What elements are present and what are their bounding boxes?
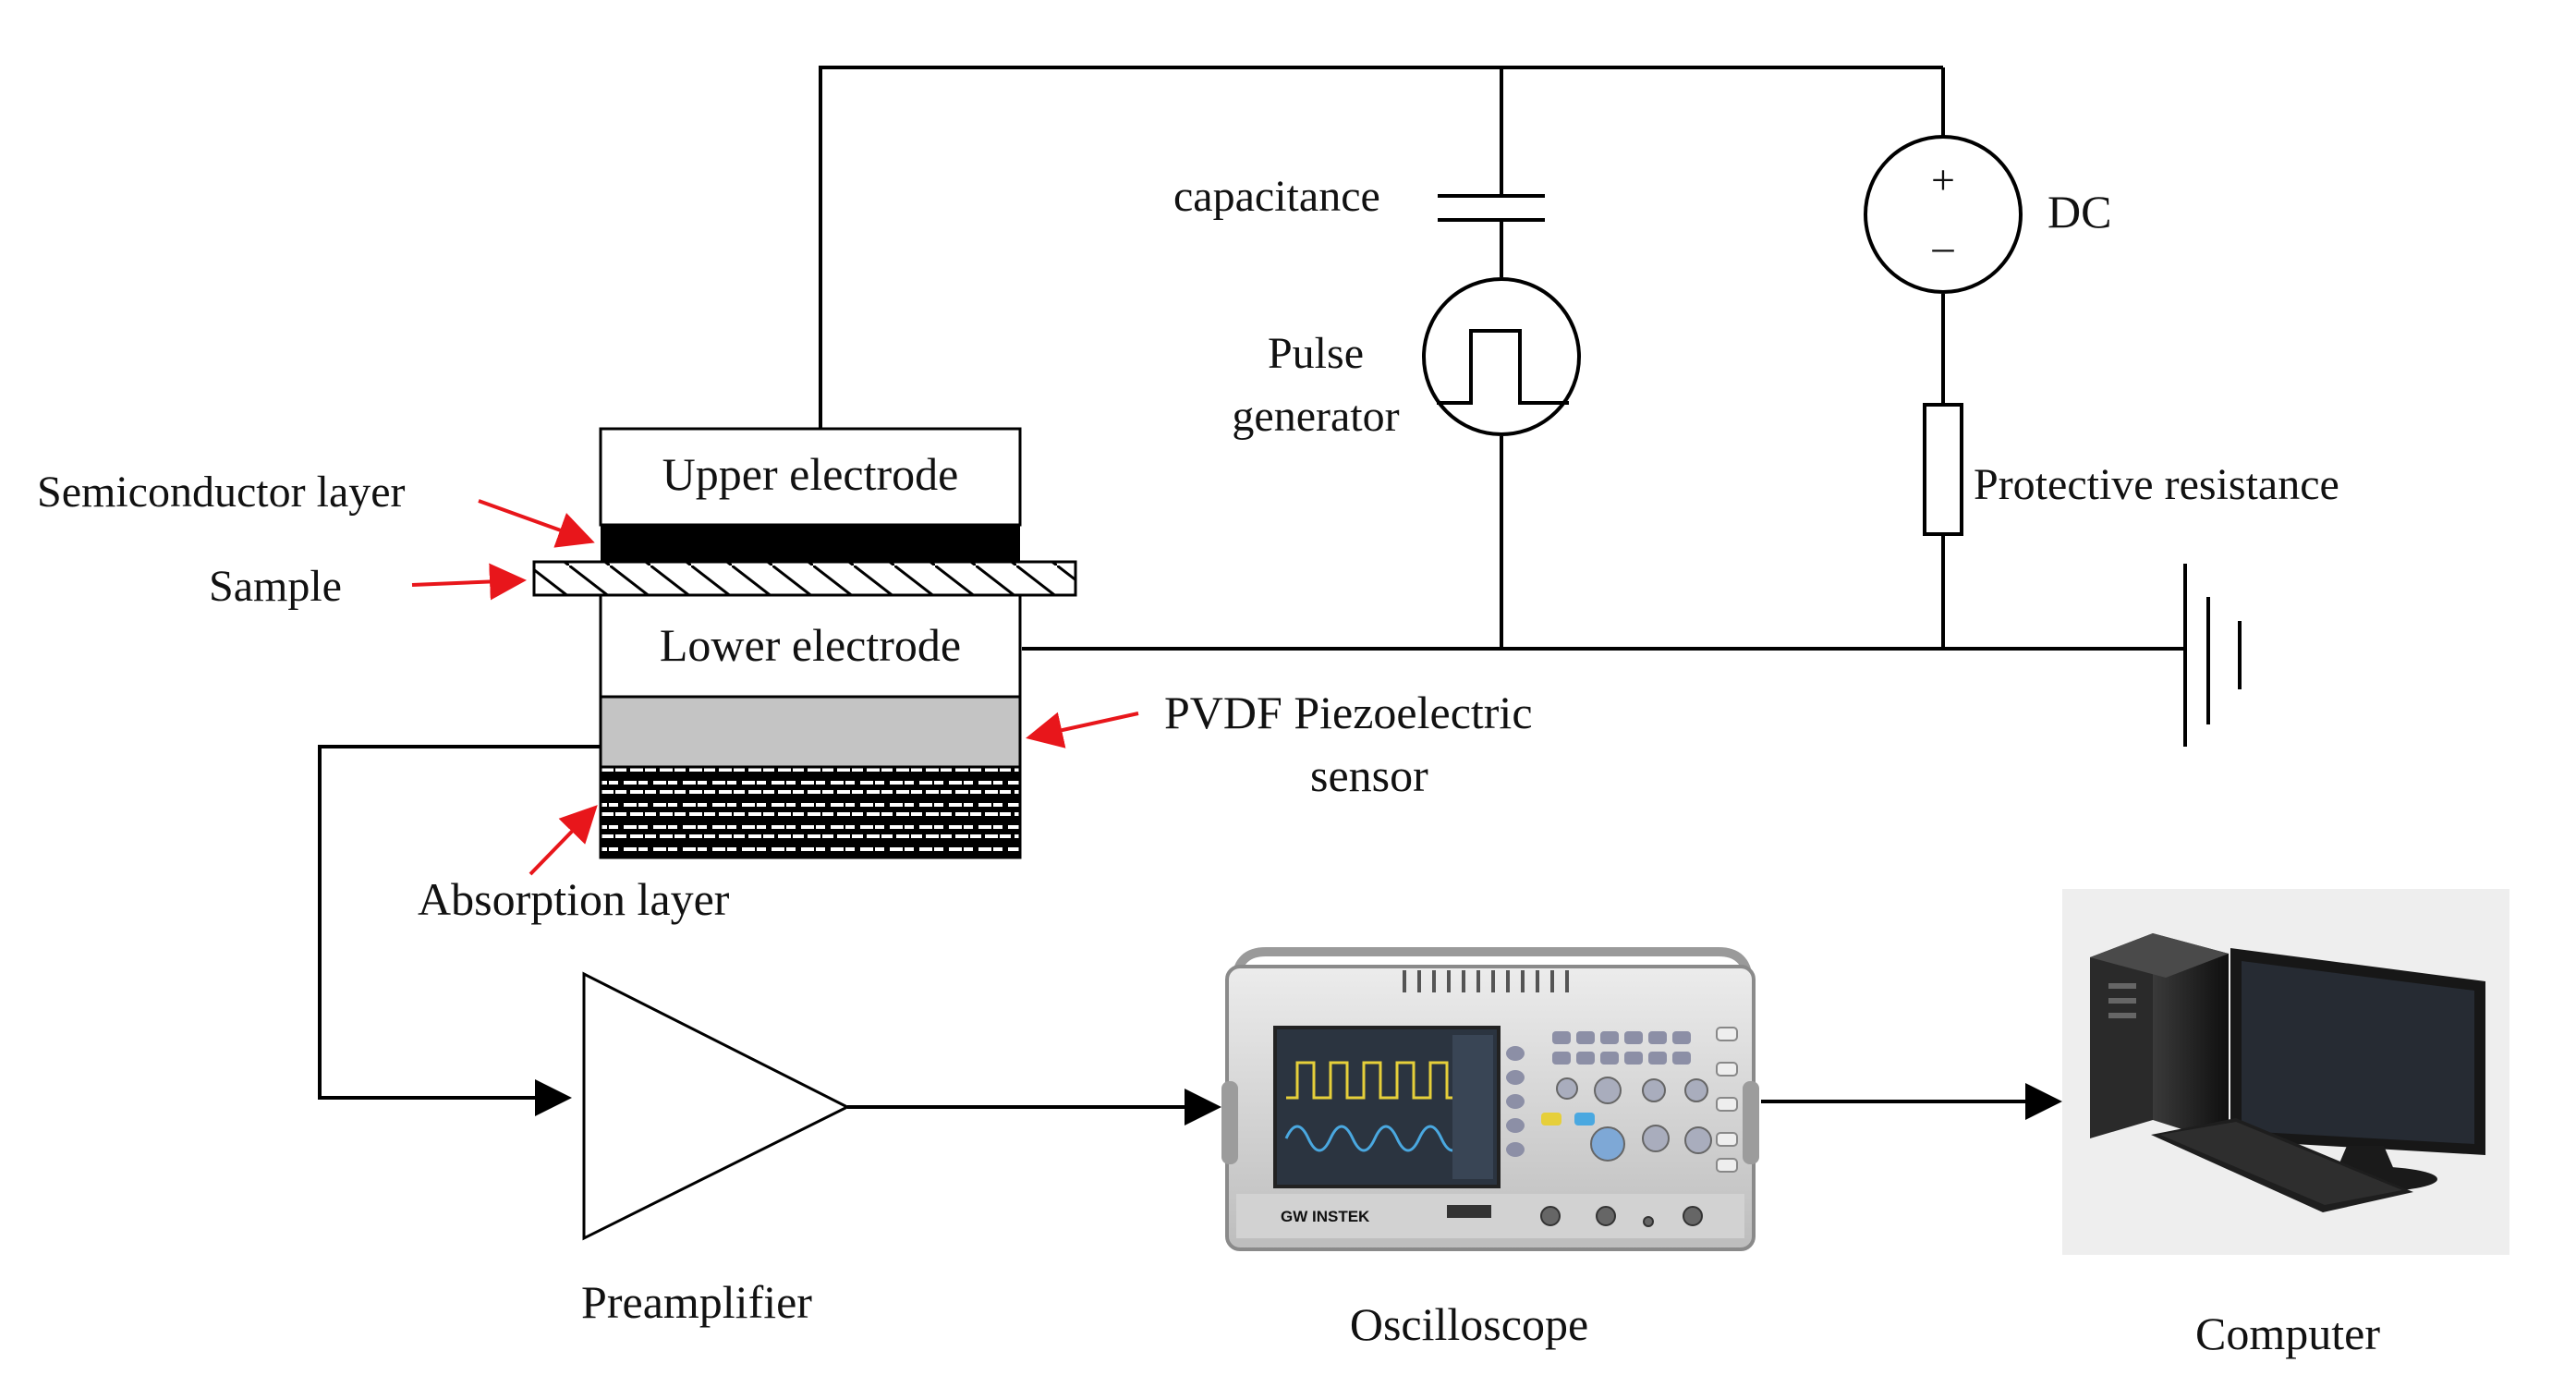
- sample-strip: [532, 560, 1077, 597]
- protective-resistor-symbol: [1923, 403, 1963, 536]
- capacitance-label: capacitance: [1173, 172, 1380, 221]
- preamplifier-symbol: [582, 971, 851, 1241]
- pulse-generator-label-line1: Pulse: [1268, 329, 1364, 378]
- pvdf-sensor-label-line1: PVDF Piezoelectric: [1164, 687, 1533, 738]
- ground-symbol: [2183, 564, 2242, 747]
- semiconductor-layer-bar: [601, 525, 1020, 562]
- pulse-generator-symbol: [1422, 277, 1581, 436]
- computer-label: Computer: [2195, 1308, 2380, 1359]
- diagram-labels: Upper electrode Lower electrode Semicond…: [37, 156, 2380, 1359]
- semiconductor-layer-label: Semiconductor layer: [37, 468, 406, 517]
- pvdf-arrow: [1026, 712, 1139, 748]
- top-wire: [819, 66, 1943, 429]
- absorption-layer-label: Absorption layer: [418, 873, 730, 925]
- preamplifier-label: Preamplifier: [581, 1276, 812, 1328]
- upper-electrode-label: Upper electrode: [662, 448, 959, 500]
- sensor-to-preamp-wire: [318, 745, 601, 1116]
- oscilloscope-label: Oscilloscope: [1350, 1298, 1588, 1350]
- oscilloscope-device: GW INSTEK: [1221, 947, 1759, 1251]
- dc-label: DC: [2047, 186, 2111, 237]
- upper-electrode-box: [599, 427, 1022, 527]
- sample-arrow: [411, 563, 527, 601]
- dc-plus-sign: +: [1931, 156, 1955, 203]
- sample-label: Sample: [209, 562, 342, 611]
- circuit-wiring: [318, 66, 2185, 1126]
- lower-electrode-box: [599, 593, 1022, 699]
- pvdf-sensor-block: [599, 695, 1022, 769]
- lower-electrode-label: Lower electrode: [660, 619, 961, 671]
- dc-source-symbol: [1864, 135, 2023, 294]
- protective-resistance-label: Protective resistance: [1974, 460, 2339, 509]
- pulse-generator-label-line2: generator: [1232, 392, 1399, 441]
- absorption-layer-block: [599, 765, 1022, 859]
- pvdf-sensor-label-line2: sensor: [1310, 749, 1428, 801]
- square-wave-trace: [1286, 1061, 1478, 1100]
- computer-tower: [2090, 933, 2153, 1138]
- absorption-arrow: [529, 805, 598, 876]
- capacitor-symbol: [1438, 194, 1545, 222]
- dc-minus-sign: –: [1932, 223, 1955, 270]
- red-pointer-arrows: [411, 499, 1139, 876]
- electrode-stack: [532, 427, 1077, 859]
- oscilloscope-brand: GW INSTEK: [1281, 1208, 1370, 1225]
- computer-device: [2062, 889, 2509, 1255]
- semiconductor-arrow: [478, 499, 595, 548]
